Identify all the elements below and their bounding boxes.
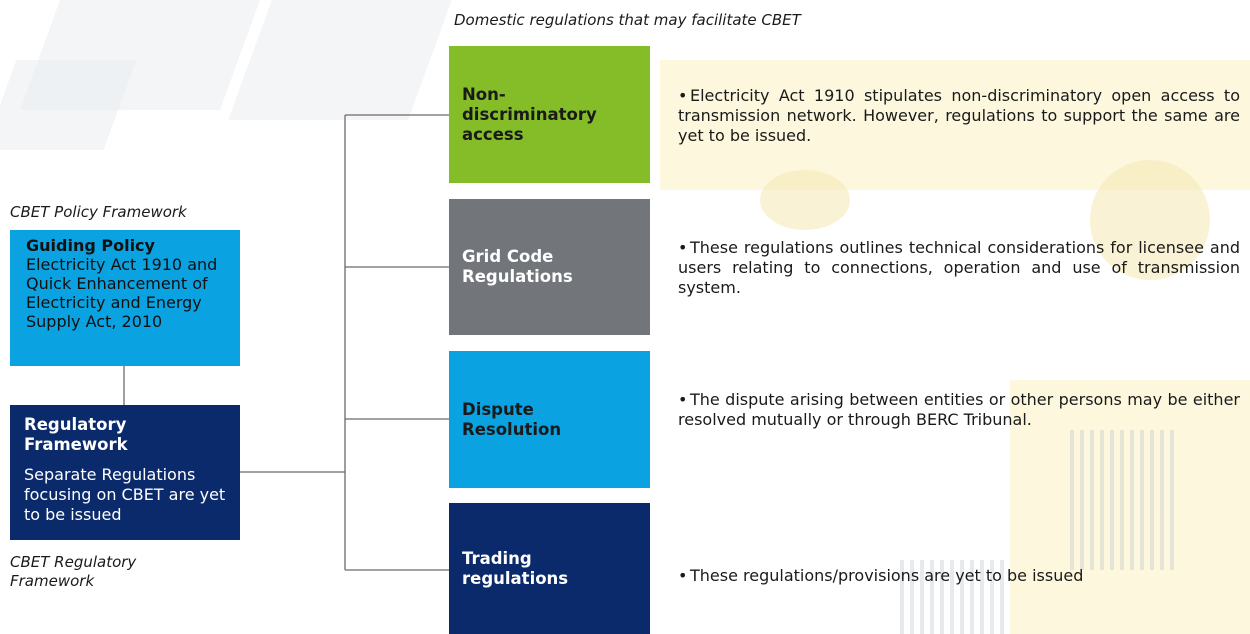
regulation-description-3: •The dispute arising between entities or… bbox=[678, 390, 1240, 430]
regulation-description-2: •These regulations outlines technical co… bbox=[678, 238, 1240, 298]
guiding-policy-title: Guiding Policy bbox=[26, 236, 155, 255]
regulatory-framework-box: Regulatory Framework Separate Regulation… bbox=[10, 405, 240, 540]
regulatory-framework-body: Separate Regulations focusing on CBET ar… bbox=[24, 465, 226, 524]
guiding-policy-box: Guiding Policy Electricity Act 1910 and … bbox=[10, 230, 240, 366]
regulation-box-non-discriminatory-access: Non-discriminatory access bbox=[449, 46, 650, 183]
regulation-title: Non-discriminatory access bbox=[462, 84, 597, 144]
description-text: These regulations outlines technical con… bbox=[678, 238, 1240, 297]
description-text: Electricity Act 1910 stipulates non-disc… bbox=[678, 86, 1240, 145]
regulatory-framework-title: Regulatory Framework bbox=[24, 415, 128, 454]
policy-framework-caption: CBET Policy Framework bbox=[10, 203, 187, 221]
regulatory-framework-caption: CBET Regulatory Framework bbox=[10, 553, 137, 590]
regulation-box-trading: Trading regulations bbox=[449, 503, 650, 634]
regulation-description-4: •These regulations/provisions are yet to… bbox=[678, 566, 1240, 586]
top-caption: Domestic regulations that may facilitate… bbox=[454, 11, 801, 29]
regulation-box-dispute-resolution: Dispute Resolution bbox=[449, 351, 650, 488]
description-text: These regulations/provisions are yet to … bbox=[690, 566, 1084, 585]
regulation-title: Grid Code Regulations bbox=[462, 247, 573, 286]
guiding-policy-body: Electricity Act 1910 and Quick Enhanceme… bbox=[26, 255, 218, 331]
regulation-box-grid-code: Grid Code Regulations bbox=[449, 199, 650, 335]
bullet-icon: • bbox=[678, 238, 688, 257]
regulation-description-1: •Electricity Act 1910 stipulates non-dis… bbox=[678, 86, 1240, 146]
bullet-icon: • bbox=[678, 566, 688, 585]
description-text: The dispute arising between entities or … bbox=[678, 390, 1240, 429]
bullet-icon: • bbox=[678, 390, 688, 409]
bullet-icon: • bbox=[678, 86, 688, 105]
regulation-title: Dispute Resolution bbox=[462, 399, 562, 439]
regulation-title: Trading regulations bbox=[462, 548, 569, 588]
